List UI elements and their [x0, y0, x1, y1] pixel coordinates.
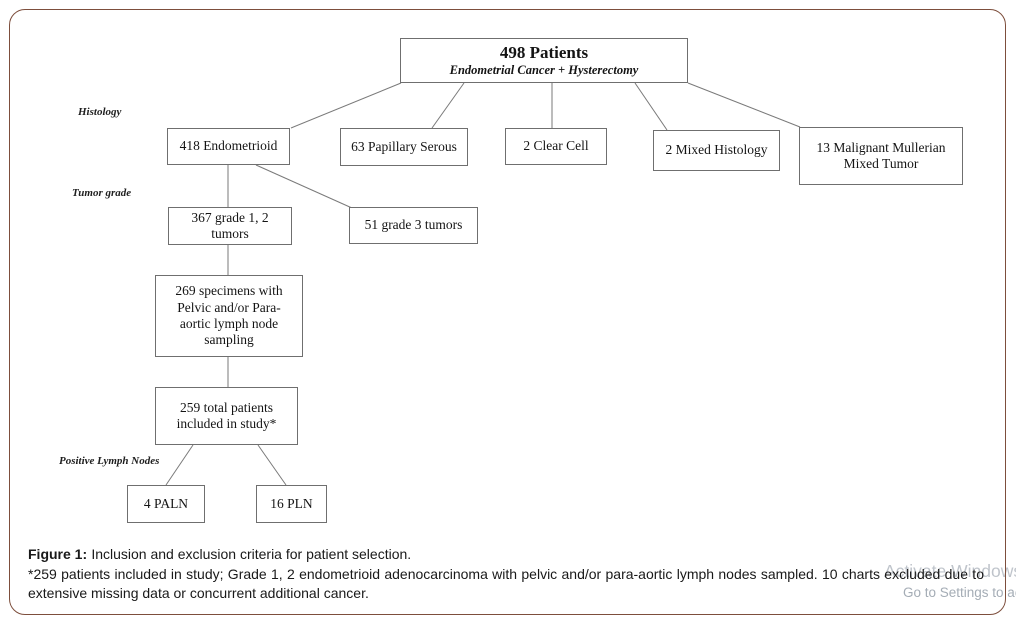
connector-line — [634, 82, 668, 131]
flow-box-grade-1-2-tumors: 367 grade 1, 2 tumors — [168, 207, 292, 245]
windows-activation-watermark-line1: Activate Windows — [884, 561, 1016, 581]
flow-box-papillary-serous: 63 Papillary Serous — [340, 128, 468, 166]
flow-box-total-patients-title: 498 Patients — [499, 42, 589, 62]
flow-box-specimens-lymph-node-sampling: 269 specimens with Pelvic and/or Para-ao… — [155, 275, 303, 357]
flow-box-grade-3-tumors: 51 grade 3 tumors — [349, 207, 478, 244]
flow-box-clear-cell: 2 Clear Cell — [505, 128, 607, 165]
figure-caption: Figure 1:Inclusion and exclusion criteri… — [28, 546, 984, 603]
connector-line — [165, 444, 194, 486]
flow-box-included-in-study: 259 total patients included in study* — [155, 387, 298, 445]
figure-caption-text: Inclusion and exclusion criteria for pat… — [91, 546, 412, 562]
figure-caption-footnote: *259 patients included in study; Grade 1… — [28, 566, 984, 602]
flow-box-mixed-histology: 2 Mixed Histology — [653, 130, 780, 171]
flow-box-total-patients-subtitle: Endometrial Cancer + Hysterectomy — [449, 62, 639, 77]
row-label-histology: Histology — [78, 106, 122, 118]
figure-caption-title: Figure 1:Inclusion and exclusion criteri… — [28, 546, 984, 562]
connector-line — [257, 444, 287, 486]
row-label-positive-lymph-nodes: Positive Lymph Nodes — [59, 455, 160, 467]
connector-line — [687, 82, 801, 128]
flow-box-paln: 4 PALN — [127, 485, 205, 523]
flow-box-total-patients: 498 Patients Endometrial Cancer + Hyster… — [400, 38, 688, 83]
row-label-tumor-grade: Tumor grade — [72, 187, 132, 199]
connector-line — [431, 82, 465, 129]
flow-box-endometrioid: 418 Endometrioid — [167, 128, 290, 165]
connector-line — [290, 82, 402, 129]
flow-box-malignant-mullerian: 13 Malignant Mullerian Mixed Tumor — [799, 127, 963, 185]
connector-line — [255, 164, 353, 209]
figure-caption-label: Figure 1: — [28, 546, 88, 562]
flow-box-pln: 16 PLN — [256, 485, 327, 523]
windows-activation-watermark-line2: Go to Settings to ac — [903, 585, 1016, 600]
